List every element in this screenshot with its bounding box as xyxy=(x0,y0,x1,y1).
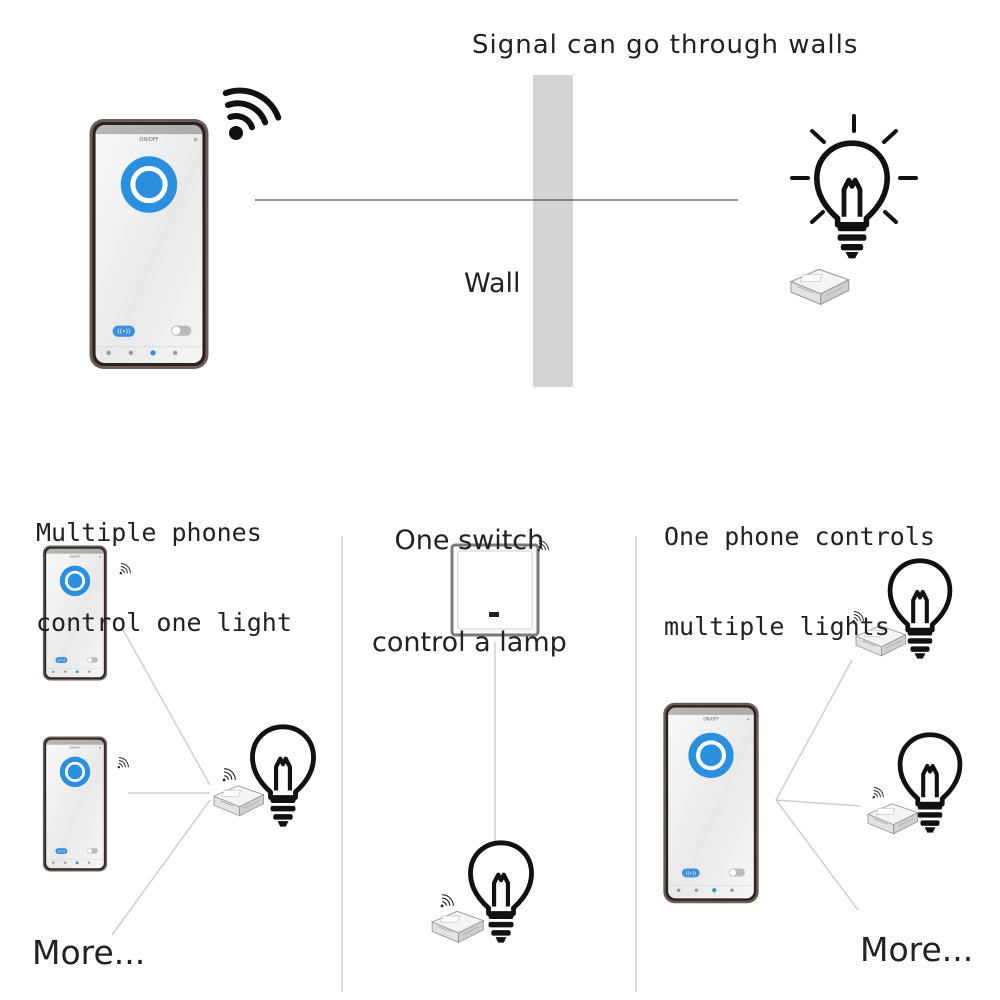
left-relay-module xyxy=(213,785,264,817)
wall-switch xyxy=(450,543,540,637)
panel-title-line: One phone controls xyxy=(664,522,935,551)
right-relay-module-2 xyxy=(867,803,918,835)
wifi-signal-icon xyxy=(222,87,282,140)
wall-label: Wall xyxy=(464,268,521,299)
wifi-icon xyxy=(222,768,236,782)
panel-title-line: multiple lights xyxy=(664,612,890,641)
lit-bulb-icon xyxy=(790,114,918,258)
wall xyxy=(533,75,573,387)
top-caption: Signal can go through walls xyxy=(472,30,859,60)
panel-title-line: control one light xyxy=(36,608,292,637)
panel-title-left: Multiple phones control one light xyxy=(36,458,292,668)
panel-title-right: One phone controls multiple lights xyxy=(664,462,935,672)
right-connection-lines xyxy=(775,659,861,911)
main-phone xyxy=(90,119,209,369)
left-connection-lines xyxy=(111,627,211,936)
wifi-icon xyxy=(440,894,454,908)
panel-title-line: Multiple phones xyxy=(36,518,262,547)
more-label-left: More... xyxy=(32,933,146,972)
wifi-icon xyxy=(117,757,129,769)
panel-title-line: One switch xyxy=(394,525,545,556)
middle-relay-module xyxy=(431,910,484,943)
more-label-right: More... xyxy=(860,930,974,969)
panel-title-line: control a lamp xyxy=(372,627,567,658)
left-bulb-icon xyxy=(252,727,313,827)
left-phone-2 xyxy=(41,736,109,872)
relay-module xyxy=(790,268,850,305)
panel-title-middle: One switch control a lamp xyxy=(372,456,567,694)
wifi-icon xyxy=(872,787,884,799)
right-phone xyxy=(663,703,758,903)
